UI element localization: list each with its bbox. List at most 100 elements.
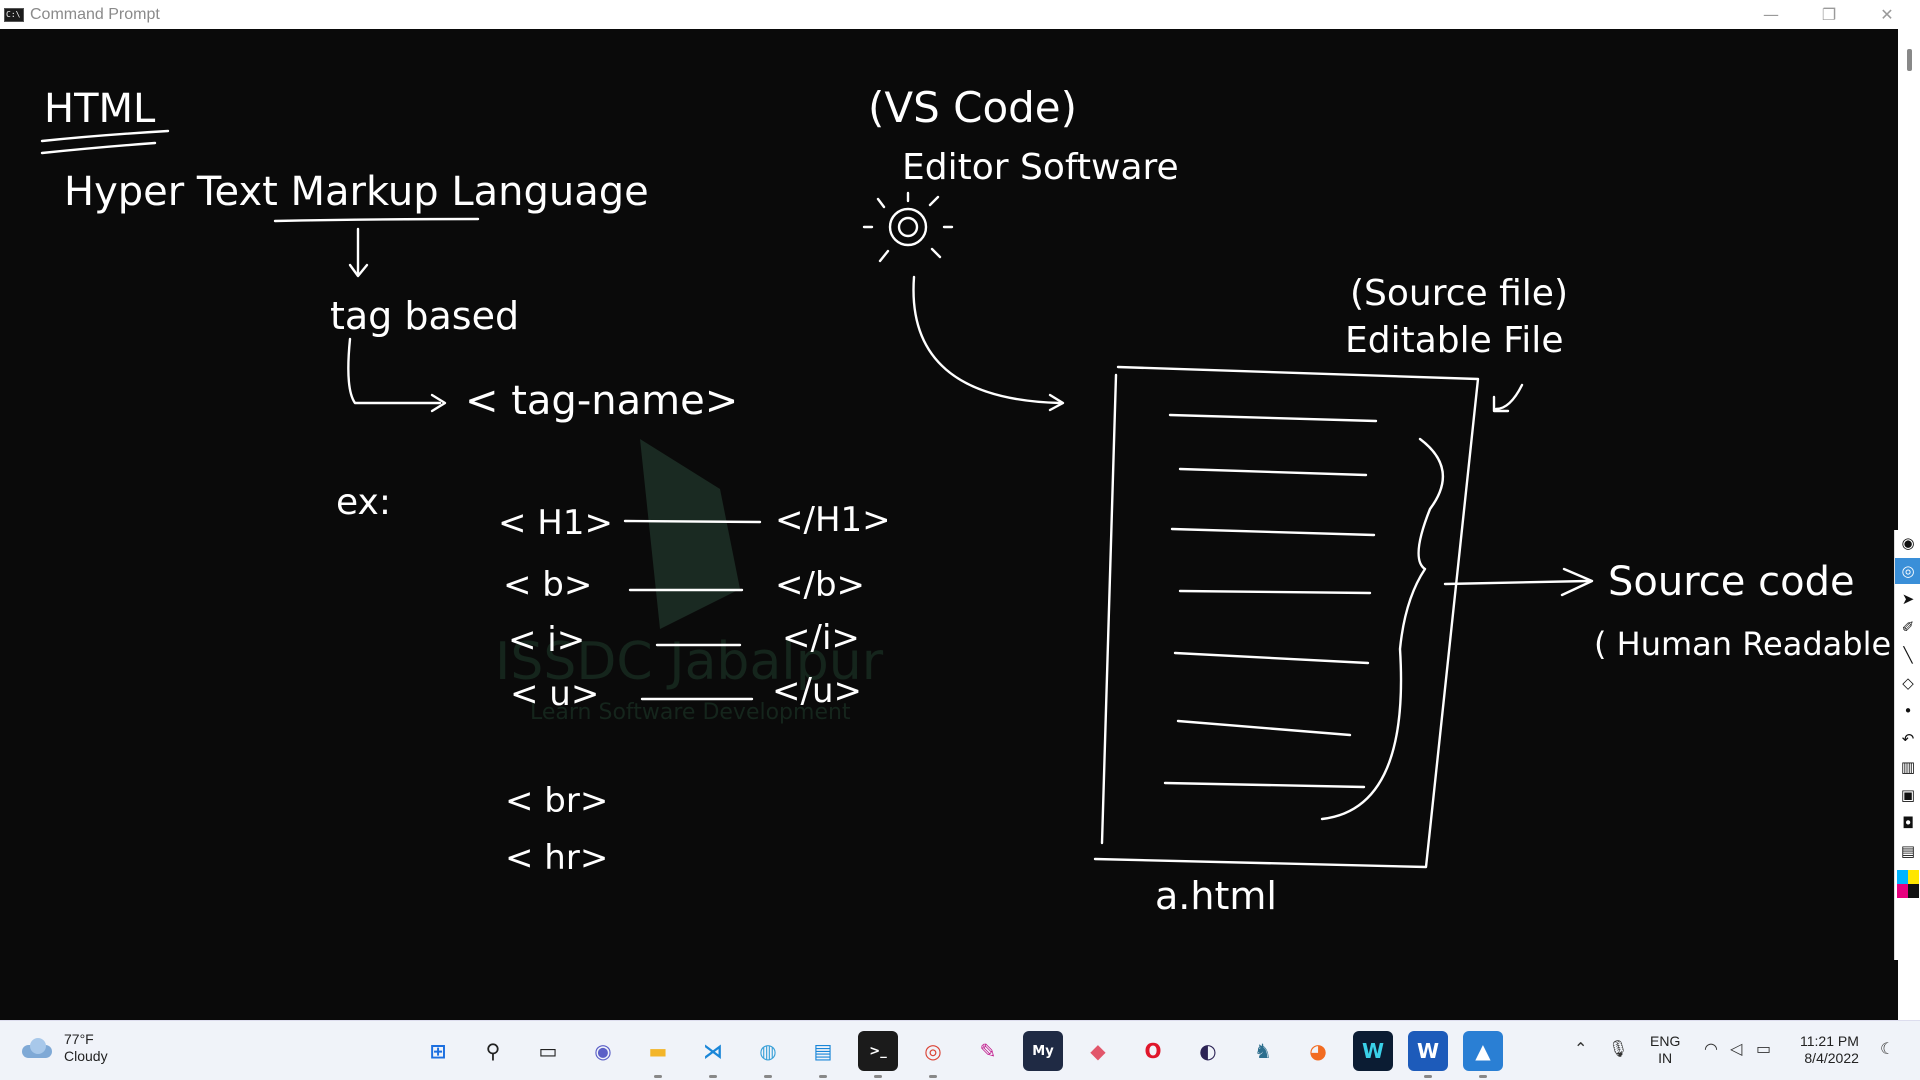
taskbar-pen-app-icon[interactable]: ✎ [979, 1039, 997, 1063]
file-content-lines [1163, 413, 1378, 789]
tag-u-close: </u> [772, 671, 862, 711]
example-label: ex: [336, 482, 391, 523]
close-button[interactable]: ✕ [1880, 5, 1894, 24]
taskbar-webex-icon[interactable]: W [1353, 1031, 1393, 1071]
markup-underline [273, 217, 480, 223]
scroll-thumb[interactable] [1907, 49, 1912, 71]
system-clock[interactable]: 11:21 PM 8/4/2022 [1800, 1033, 1859, 1067]
weather-widget[interactable]: 77°F Cloudy [20, 1031, 108, 1065]
taskbar-teams-chat-icon[interactable]: ◉ [594, 1039, 612, 1063]
file-name-label: a.html [1155, 874, 1277, 918]
clock-date: 8/4/2022 [1804, 1050, 1859, 1066]
tag-arrow-head [430, 393, 447, 413]
heading-underline [40, 129, 170, 143]
tag-b-open: < b> [503, 565, 592, 605]
taskbar-search-icon[interactable]: ⚲ [485, 1039, 501, 1063]
watermark-subtitle: Learn Software Development [530, 700, 851, 725]
source-code-arrow-line [1443, 579, 1590, 586]
vscode-gear-icon [862, 191, 954, 263]
editor-arrow-line [912, 275, 1062, 405]
lang-line1: ENG [1650, 1033, 1681, 1049]
tag-h1-open: < H1> [498, 503, 613, 543]
window-titlebar: C:\ Command Prompt — ❐ ✕ [0, 0, 1920, 29]
clipboard-icon[interactable]: ▤ [1900, 842, 1916, 860]
color-swatches [1897, 870, 1919, 898]
editor-name: (VS Code) [868, 83, 1077, 132]
volume-icon[interactable]: ◁ [1730, 1039, 1743, 1058]
source-brace [1320, 437, 1444, 821]
taskbar-firefox-icon[interactable]: ◕ [1309, 1039, 1327, 1063]
taskbar-terminal-icon[interactable]: >_ [858, 1031, 898, 1071]
clock-time: 11:21 PM [1800, 1033, 1859, 1049]
taskbar-chrome-icon[interactable]: ◎ [924, 1039, 942, 1063]
editable-arrow-head [1492, 395, 1510, 413]
taskbar-mysql-icon[interactable]: My [1023, 1031, 1063, 1071]
taskbar-eraser-app-icon[interactable]: ◆ [1090, 1039, 1106, 1063]
language-indicator[interactable]: ENG IN [1650, 1033, 1680, 1067]
taskbar-task-view-icon[interactable]: ▭ [538, 1039, 558, 1063]
board-icon[interactable]: ▣ [1900, 786, 1916, 804]
editor-caption: Editor Software [902, 147, 1179, 188]
taskbar-network-app-icon[interactable]: ◍ [759, 1039, 777, 1063]
color-palette-icon[interactable] [1895, 870, 1920, 898]
whiteboard-canvas[interactable]: ISSDC Jabalpur Learn Software Developmen… [0, 29, 1898, 1020]
eraser-icon[interactable]: ◇ [1902, 674, 1914, 692]
tag-h1-close: </H1> [775, 500, 891, 540]
chevron-up-icon[interactable]: ⌃ [1574, 1039, 1588, 1058]
pen-icon[interactable]: ╲ [1903, 646, 1913, 664]
running-indicator [1479, 1075, 1487, 1078]
editor-arrow-head [1048, 393, 1065, 412]
weather-desc: Cloudy [64, 1048, 108, 1064]
tag-based-label: tag based [330, 294, 519, 338]
file-rectangle-left [1100, 373, 1118, 845]
notifications-icon[interactable]: ☾ [1880, 1039, 1895, 1058]
tag-br: < br> [505, 781, 608, 821]
editable-label: Editable File [1345, 320, 1563, 361]
restore-button[interactable]: ❐ [1821, 5, 1837, 24]
command-prompt-icon: C:\ [4, 7, 24, 22]
taskbar-file-explorer-icon[interactable]: ▬ [648, 1039, 668, 1063]
eye-icon[interactable]: ◎ [1895, 558, 1920, 584]
taskbar-opera-icon[interactable]: O [1144, 1039, 1162, 1063]
tag-h1-line [623, 519, 762, 524]
running-indicator [654, 1075, 662, 1078]
taskbar-word-icon[interactable]: W [1408, 1031, 1448, 1071]
wifi-icon[interactable]: ◠ [1704, 1039, 1718, 1058]
running-indicator [709, 1075, 717, 1078]
down-arrow-head [348, 263, 369, 278]
source-file-label: (Source file) [1350, 273, 1568, 314]
cloud-icon [20, 1037, 54, 1059]
taskbar-vscode-icon[interactable]: ⋊ [703, 1039, 723, 1063]
running-indicator [1424, 1075, 1432, 1078]
camera-icon[interactable]: ◘ [1902, 814, 1914, 832]
tag-u-open: < u> [510, 674, 599, 714]
whiteboard-drawing: ISSDC Jabalpur Learn Software Developmen… [40, 83, 1891, 918]
watermark-title: ISSDC Jabalpur [495, 632, 884, 692]
dot-icon[interactable]: • [1903, 702, 1913, 720]
tag-arrow-line [347, 337, 442, 405]
minimize-button[interactable]: — [1763, 5, 1779, 24]
heading-underline-2 [40, 141, 157, 155]
taskbar-eclipse-icon[interactable]: ◐ [1199, 1039, 1217, 1063]
microphone-icon[interactable]: 🎙 [1608, 1039, 1629, 1058]
trash-icon[interactable]: ▥ [1900, 758, 1916, 776]
taskbar-start-icon[interactable]: ⊞ [429, 1039, 447, 1063]
battery-icon[interactable]: ▭ [1756, 1039, 1772, 1058]
human-readable-label: ( Human Readable [1594, 625, 1891, 663]
running-indicator [764, 1075, 772, 1078]
taskbar-notepad-icon[interactable]: ▤ [813, 1039, 833, 1063]
tag-hr: < hr> [505, 838, 608, 878]
taskbar-app-dark-icon[interactable]: ♞ [1254, 1039, 1272, 1063]
highlighter-icon[interactable]: ✐ [1901, 618, 1915, 636]
lang-line2: IN [1658, 1050, 1673, 1066]
taskbar-photos-icon[interactable]: ▲ [1463, 1031, 1503, 1071]
cursor-icon[interactable]: ➤ [1901, 590, 1915, 608]
tag-syntax: < tag-name> [465, 378, 738, 424]
html-expansion: Hyper Text Markup Language [64, 169, 649, 215]
heading-html: HTML [44, 86, 156, 132]
undo-icon[interactable]: ↶ [1901, 730, 1915, 748]
watermark-logo-icon [640, 439, 740, 629]
tag-i-close: </i> [782, 618, 860, 658]
bulb-icon[interactable]: ◉ [1901, 534, 1915, 552]
